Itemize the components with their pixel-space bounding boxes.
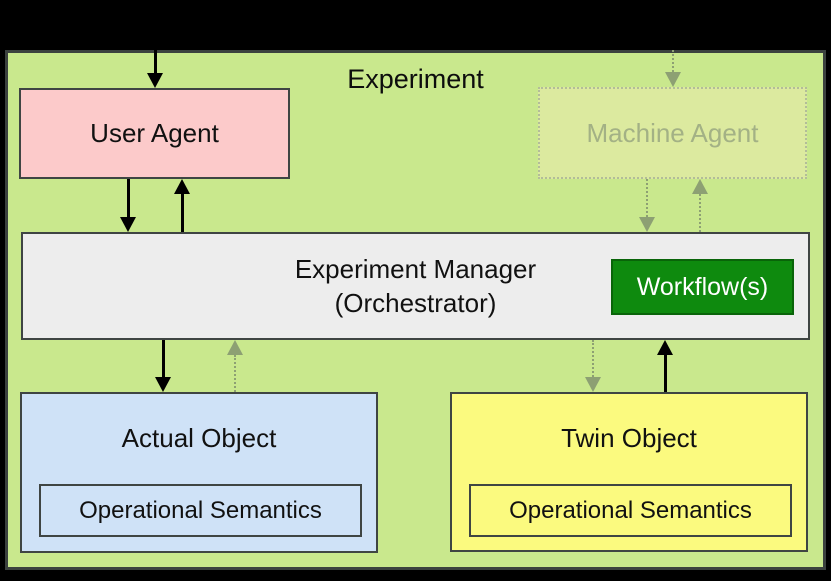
arrowhead-down-icon	[120, 217, 136, 232]
arrowhead-down-icon	[155, 377, 171, 392]
arrowhead-up-icon	[692, 179, 708, 194]
twin-operational-semantics-node: Operational Semantics	[469, 484, 792, 537]
edge-line	[234, 355, 236, 392]
experiment-manager-label-line1: Experiment Manager	[294, 254, 537, 284]
edge-line	[663, 355, 667, 392]
machine-agent-node: Machine Agent	[538, 87, 807, 179]
actual-operational-semantics-node: Operational Semantics	[39, 484, 362, 537]
experiment-container: Experiment User Agent Machine Agent Expe…	[5, 50, 826, 570]
arrowhead-down-icon	[665, 72, 681, 87]
actual-object-node: Actual Object Operational Semantics	[20, 392, 378, 553]
actual-operational-semantics-label: Operational Semantics	[79, 496, 322, 524]
twin-object-label: Twin Object	[561, 423, 697, 453]
actual-object-label: Actual Object	[121, 423, 277, 453]
edge-top-to-user-agent	[147, 50, 163, 88]
edge-line	[126, 179, 130, 217]
arrowhead-down-icon	[147, 73, 163, 88]
edge-manager-to-twin-object	[585, 340, 601, 392]
diagram-title: Experiment	[347, 64, 484, 94]
user-agent-label: User Agent	[90, 118, 219, 148]
twin-operational-semantics-label: Operational Semantics	[509, 496, 752, 524]
workflow-node: Workflow(s)	[611, 259, 794, 315]
edge-user-agent-to-manager	[120, 179, 136, 232]
arrowhead-up-icon	[657, 340, 673, 355]
twin-object-node: Twin Object Operational Semantics	[450, 392, 808, 552]
edge-machine-agent-to-manager	[639, 179, 655, 232]
machine-agent-label: Machine Agent	[586, 117, 759, 148]
edge-manager-to-actual-object	[155, 340, 171, 392]
edge-line	[672, 50, 674, 72]
edge-top-to-machine-agent	[665, 50, 681, 87]
edge-line	[180, 194, 184, 232]
edge-line	[699, 194, 701, 232]
edge-twin-object-to-manager	[657, 340, 673, 392]
arrowhead-down-icon	[639, 217, 655, 232]
workflow-label: Workflow(s)	[636, 273, 769, 301]
experiment-manager-node: Experiment Manager (Orchestrator) Workfl…	[21, 232, 810, 340]
edge-line	[646, 179, 648, 217]
edge-manager-to-machine-agent	[692, 179, 708, 232]
edge-line	[161, 340, 165, 377]
arrowhead-up-icon	[227, 340, 243, 355]
arrowhead-down-icon	[585, 377, 601, 392]
edge-line	[592, 340, 594, 377]
edge-line	[153, 50, 157, 73]
edge-manager-to-user-agent	[174, 179, 190, 232]
arrowhead-up-icon	[174, 179, 190, 194]
edge-actual-object-to-manager	[227, 340, 243, 392]
experiment-manager-label-line2: (Orchestrator)	[334, 288, 497, 318]
user-agent-node: User Agent	[19, 88, 290, 179]
